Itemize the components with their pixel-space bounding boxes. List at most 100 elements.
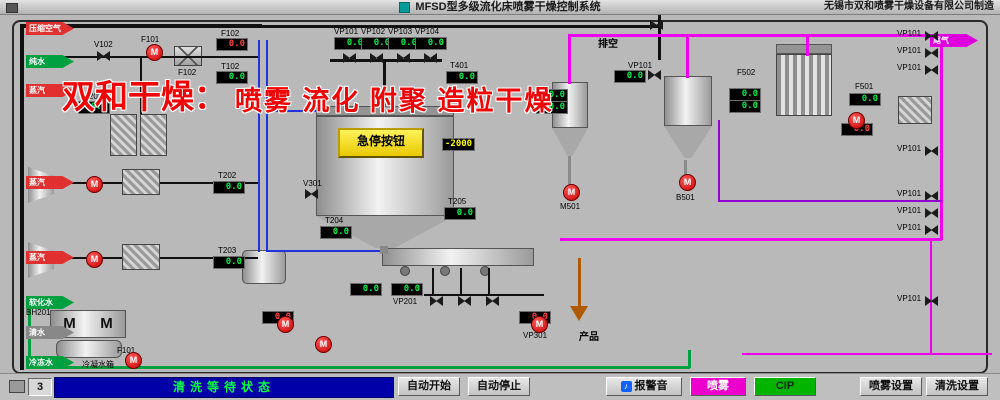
valve[interactable]	[97, 51, 110, 61]
valve[interactable]	[925, 31, 938, 41]
exhaust-filter	[898, 96, 932, 124]
button-label: 喷雾设置	[869, 380, 913, 392]
pump-motor[interactable]: M	[277, 316, 294, 333]
valve[interactable]	[370, 53, 383, 63]
pipe	[568, 156, 571, 186]
valve[interactable]	[305, 189, 318, 199]
pipe	[940, 36, 943, 240]
tag-label: B501	[676, 193, 695, 202]
pipe	[686, 36, 689, 78]
value-display: 0.0	[536, 101, 568, 114]
pump-motor[interactable]: M	[86, 176, 103, 193]
button-clean-settings[interactable]: 清洗设置	[926, 377, 988, 396]
valve[interactable]	[458, 296, 471, 306]
button-label: 报警音	[634, 380, 668, 392]
pipe	[20, 24, 262, 28]
valve[interactable]	[343, 53, 356, 63]
tag-label: T205	[448, 197, 467, 206]
valve[interactable]	[925, 208, 938, 218]
inlet-flag: 冷冻水	[26, 356, 74, 369]
value-display: 0.0	[446, 71, 478, 84]
valve[interactable]	[925, 191, 938, 201]
value-display: 0.0	[216, 71, 248, 84]
tag-label: VP101	[897, 46, 922, 55]
value-display: 0.0	[361, 37, 393, 50]
pump-motor[interactable]: M	[315, 336, 332, 353]
tag-label: 冷凝水箱	[82, 360, 114, 369]
value-display: 0.0	[78, 101, 110, 114]
value-display: 0.0	[415, 37, 447, 50]
tag-label: T203	[218, 246, 237, 255]
system-menu-icon[interactable]	[6, 3, 18, 13]
condensate-tank	[56, 340, 122, 358]
bag-filter	[140, 114, 167, 156]
valve[interactable]	[925, 296, 938, 306]
valve[interactable]	[486, 296, 499, 306]
button-label: 自动开始	[407, 380, 451, 392]
pump-motor[interactable]: M	[86, 251, 103, 268]
value-display: 0.0	[216, 38, 248, 51]
valve[interactable]	[925, 65, 938, 75]
agitator-symbol: M	[63, 315, 76, 332]
pipe	[688, 350, 691, 368]
button-auto-start[interactable]: 自动开始	[398, 377, 460, 396]
tag-label: F501	[855, 82, 874, 91]
pump-motor[interactable]: M	[146, 44, 163, 61]
tag-label: VP101	[897, 223, 922, 232]
valve[interactable]	[925, 146, 938, 156]
outlet-flag: 尾气	[930, 34, 978, 47]
valve[interactable]	[397, 53, 410, 63]
pump-motor[interactable]: M	[848, 112, 865, 129]
valve[interactable]	[430, 296, 443, 306]
button-spray-settings[interactable]: 喷雾设置	[860, 377, 922, 396]
tag-label: VP101	[897, 144, 922, 153]
value-display: 0.0	[320, 226, 352, 239]
tag-label: BH201	[26, 308, 51, 317]
page-indicator[interactable]: 3	[28, 378, 52, 396]
tag-label: V301	[303, 179, 322, 188]
tag-label: V102	[94, 40, 113, 49]
button-label: 喷雾	[707, 380, 729, 392]
tag-label: T204	[325, 216, 344, 225]
tag-label: T202	[218, 171, 237, 180]
pipe	[266, 40, 268, 252]
pump-motor[interactable]: M	[531, 316, 548, 333]
tag-label: VP104	[415, 27, 440, 36]
monitor-icon[interactable]	[9, 380, 25, 393]
watermark-brand: 双和干燥：	[62, 78, 227, 115]
value-display: 0.0	[391, 283, 423, 296]
value-display: 0.0	[213, 181, 245, 194]
button-label: 自动停止	[477, 380, 521, 392]
valve[interactable]	[925, 225, 938, 235]
tag-label: VP102	[361, 27, 386, 36]
pipe	[140, 58, 142, 114]
button-spray[interactable]: 喷雾	[690, 377, 746, 396]
condenser	[776, 54, 832, 116]
pipe	[266, 250, 384, 252]
pipe	[160, 257, 258, 259]
pump-motor[interactable]: M	[563, 184, 580, 201]
tag-label: F102	[178, 68, 197, 77]
valve[interactable]	[925, 48, 938, 58]
button-cip[interactable]: CIP	[754, 377, 816, 396]
window-title: MFSD型多级流化床喷雾干燥控制系统	[415, 1, 601, 13]
pipe	[460, 268, 462, 296]
pipe	[568, 34, 942, 37]
emergency-stop-button[interactable]: 急停按钮	[338, 128, 424, 158]
value-display: 0.0	[849, 93, 881, 106]
pump-motor[interactable]: M	[679, 174, 696, 191]
valve[interactable]	[650, 20, 663, 30]
pipe	[383, 61, 386, 107]
value-display: 0.0	[614, 70, 646, 83]
pipe	[424, 294, 544, 296]
tag-label: F502	[737, 68, 756, 77]
valve[interactable]	[648, 70, 661, 80]
tag-label: VP201	[393, 297, 418, 306]
valve[interactable]	[424, 53, 437, 63]
inlet-flag: 纯水	[26, 55, 74, 68]
pump-motor[interactable]: M	[125, 352, 142, 369]
button-auto-stop[interactable]: 自动停止	[468, 377, 530, 396]
button-alarm-sound[interactable]: ♪报警音	[606, 377, 682, 396]
